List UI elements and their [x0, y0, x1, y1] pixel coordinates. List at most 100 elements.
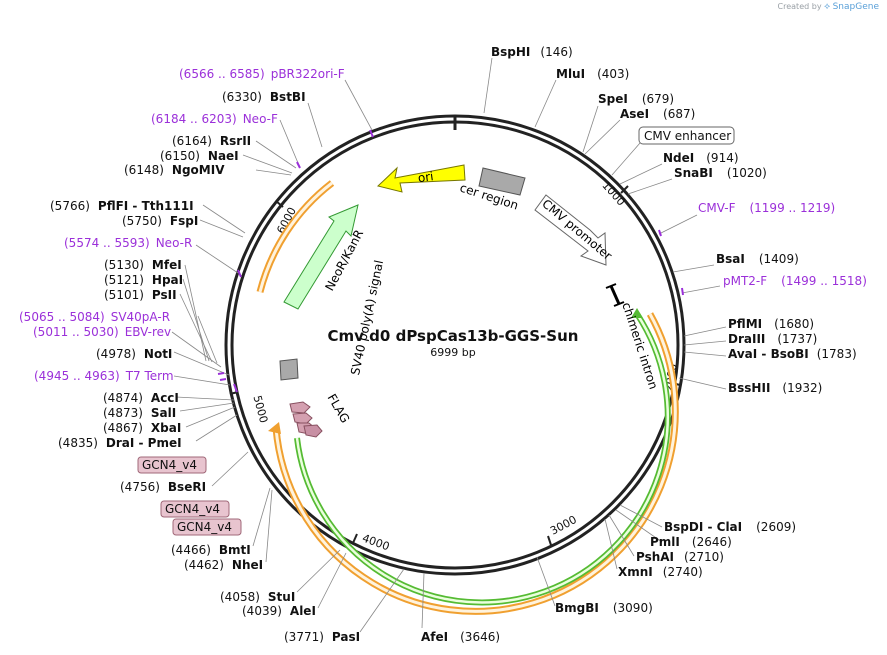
site-pasi[interactable]: (3771)PasI — [284, 630, 360, 644]
site-pshai[interactable]: PshAI(2710) — [636, 550, 724, 564]
tick-5000-label: 5000 — [250, 394, 270, 424]
site-bstbi[interactable]: (6330)BstBI — [222, 90, 306, 104]
chimeric-intron-cap-top — [605, 283, 617, 289]
site-mfei-name: MfeI — [152, 258, 182, 272]
box-gcn4-2[interactable]: GCN4_v4 — [160, 500, 230, 518]
feature-ori[interactable]: ori — [376, 164, 466, 193]
site-bseri-pos: (4756) — [120, 480, 160, 494]
primer-sv40pa-r[interactable]: (5065 .. 5084)SV40pA-R — [19, 310, 170, 324]
primer-ebv-rev[interactable]: (5011 .. 5030)EBV-rev — [33, 325, 171, 339]
site-ngomiv[interactable]: (6148)NgoMIV — [124, 163, 225, 177]
tick-1000-label: 1000 — [599, 179, 627, 209]
site-pflfi[interactable]: (5766)PflFI - Tth111I — [50, 199, 194, 213]
primer-neo-f[interactable]: (6184 .. 6203)Neo-F — [151, 112, 278, 126]
site-naei[interactable]: (6150)NaeI — [160, 149, 239, 163]
feature-flag[interactable]: FLAG — [289, 391, 353, 438]
conn-t7 — [173, 375, 231, 386]
site-fspi[interactable]: (5750)FspI — [122, 214, 198, 228]
site-asei-name: AseI — [620, 107, 649, 121]
site-snabi[interactable]: SnaBI(1020) — [674, 166, 767, 180]
orange-arrow-head — [268, 422, 281, 434]
conn-pflmi — [683, 326, 727, 337]
conn-afei — [421, 572, 425, 629]
site-bsshii[interactable]: BssHII(1932) — [728, 381, 822, 395]
site-pmli-pos: (2646) — [692, 535, 732, 549]
box-gcn4-3[interactable]: GCN4_v4 — [172, 518, 242, 536]
site-spei-pos: (679) — [642, 92, 674, 106]
site-snabi-pos: (1020) — [727, 166, 767, 180]
site-bsphi[interactable]: BspHI(146) — [491, 45, 573, 59]
site-bspdi[interactable]: BspDI - ClaI (2609) — [664, 520, 796, 534]
conn-neo-f — [279, 119, 299, 164]
box-cmv-enhancer[interactable]: CMV enhancer — [638, 126, 735, 145]
site-alei[interactable]: (4039)AleI — [242, 604, 316, 618]
site-draiii[interactable]: DraIII(1737) — [728, 332, 817, 346]
site-afei[interactable]: AfeI(3646) — [421, 630, 500, 644]
site-mfei[interactable]: (5130)MfeI — [104, 258, 182, 272]
site-hpai-pos: (5121) — [104, 273, 144, 287]
site-bsai[interactable]: BsaI(1409) — [716, 252, 799, 266]
primer-t7-term[interactable]: (4945 .. 4963)T7 Term — [34, 369, 174, 383]
site-xbai[interactable]: (4867)XbaI — [103, 421, 181, 435]
site-ndei[interactable]: NdeI(914) — [663, 151, 739, 165]
site-ngomiv-name: NgoMIV — [172, 163, 225, 177]
site-noti[interactable]: (4978)NotI — [96, 347, 172, 361]
site-bmgbi[interactable]: BmgBI(3090) — [555, 601, 653, 615]
sv40-polya-box — [279, 358, 299, 381]
gcn4-arrow-2 — [292, 412, 313, 425]
site-avai[interactable]: AvaI - BsoBI(1783) — [728, 347, 857, 361]
primer-mark-ebv-rev — [219, 378, 227, 381]
site-xmni[interactable]: XmnI(2740) — [618, 565, 703, 579]
site-acci[interactable]: (4874)AccI — [103, 391, 179, 405]
site-psii-pos: (5101) — [104, 288, 144, 302]
site-labels: BspHI(146) MluI(403) SpeI (679) AseI(687)… — [50, 45, 857, 644]
conn-alei — [317, 552, 347, 609]
feature-cer-region[interactable]: cer region — [458, 167, 526, 213]
site-pflmi-name: PflMI — [728, 317, 762, 331]
site-draiii-name: DraIII — [728, 332, 765, 346]
snapgene-logo-icon: ⟡ — [824, 2, 831, 12]
site-pmli[interactable]: PmlI(2646) — [650, 535, 732, 549]
site-mlui[interactable]: MluI(403) — [556, 67, 629, 81]
conn-xbai — [185, 406, 236, 428]
site-afei-name: AfeI — [421, 630, 448, 644]
primer-pmt2-f-name: pMT2-F — [723, 274, 767, 288]
site-fspi-pos: (5750) — [122, 214, 162, 228]
site-bspdi-pos: (2609) — [756, 520, 796, 534]
primer-ebv-rev-name: EBV-rev — [125, 325, 171, 339]
site-bspdi-name: BspDI - ClaI — [664, 520, 742, 534]
site-acci-name: AccI — [151, 391, 179, 405]
site-drai[interactable]: (4835)DraI - PmeI — [58, 436, 182, 450]
feature-cmv-promoter[interactable]: CMV promoter — [534, 194, 615, 266]
site-naei-name: NaeI — [208, 149, 239, 163]
flag-label: FLAG — [325, 391, 353, 425]
primer-pbr322ori-f[interactable]: (6566 .. 6585)pBR322ori-F — [179, 67, 345, 81]
conn-pasi — [359, 568, 405, 633]
site-pasi-name: PasI — [332, 630, 360, 644]
site-pflmi[interactable]: PflMI(1680) — [728, 317, 814, 331]
primer-neo-r[interactable]: (5574 .. 5593)Neo-R — [64, 236, 192, 250]
site-sali-name: SalI — [151, 406, 176, 420]
primer-pmt2-f[interactable]: pMT2-F(1499 .. 1518) — [723, 274, 867, 288]
site-spei[interactable]: SpeI (679) — [598, 92, 674, 106]
sv40-polya-label: SV40 poly(A) signal — [348, 259, 386, 377]
site-bmti[interactable]: (4466)BmtI — [171, 543, 251, 557]
credit-brand: SnapGene — [832, 2, 879, 12]
box-gcn4-1[interactable]: GCN4_v4 — [137, 456, 207, 474]
site-spei-name: SpeI — [598, 92, 628, 106]
site-asei[interactable]: AseI(687) — [620, 107, 695, 121]
site-hpai[interactable]: (5121)HpaI — [104, 273, 183, 287]
site-stui[interactable]: (4058)StuI — [220, 590, 295, 604]
plasmid-name: Cmv d0 dPspCas13b-GGS-Sun — [328, 327, 579, 345]
conn-rsrii — [255, 140, 297, 169]
site-nhei[interactable]: (4462)NheI — [184, 558, 263, 572]
green-arrow-head — [631, 308, 643, 318]
site-bseri[interactable]: (4756)BseRI — [120, 480, 206, 494]
primer-cmv-f-name: CMV-F — [698, 201, 736, 215]
site-rsrii[interactable]: (6164)RsrII — [172, 134, 251, 148]
site-psii[interactable]: (5101)PsII — [104, 288, 177, 302]
primer-cmv-f[interactable]: CMV-F(1199 .. 1219) — [698, 201, 835, 215]
cmv-promoter-label: CMV promoter — [539, 197, 614, 263]
primer-neo-r-range: (5574 .. 5593) — [64, 236, 150, 250]
site-sali[interactable]: (4873)SalI — [103, 406, 176, 420]
